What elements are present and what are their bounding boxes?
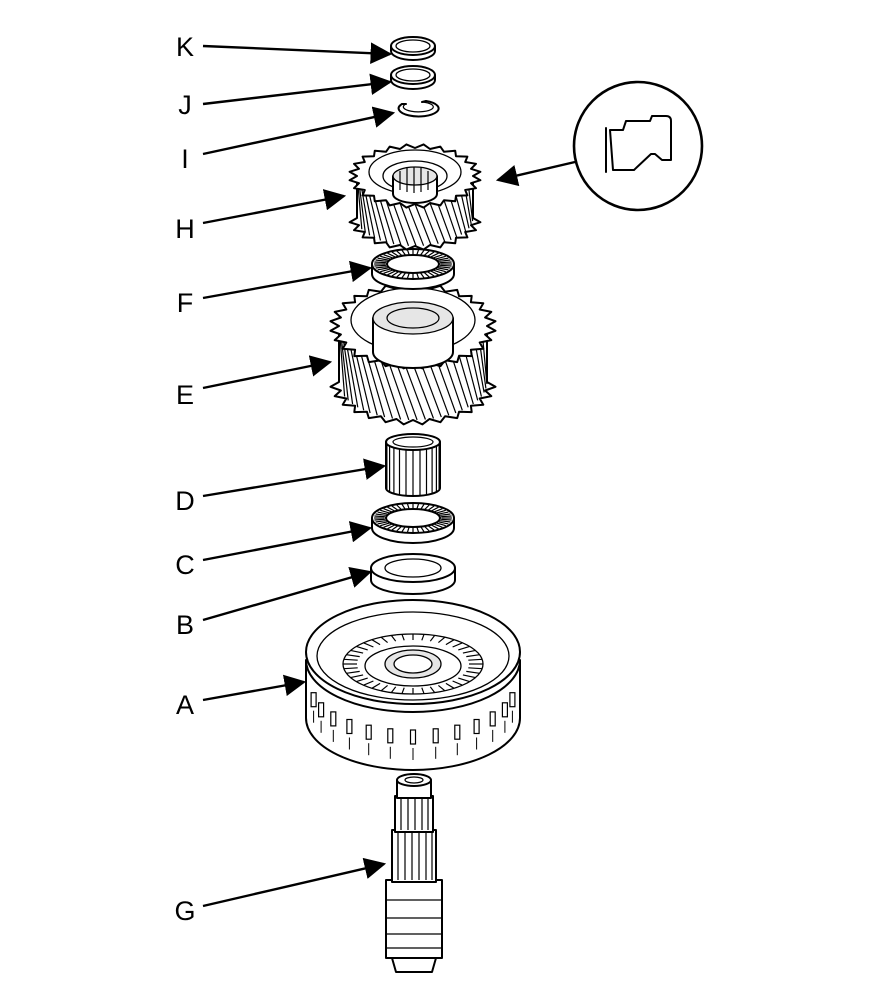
leader-b — [202, 566, 373, 622]
leader-h — [202, 189, 347, 225]
leader-c — [202, 521, 373, 562]
leader-d — [202, 458, 387, 498]
callout-labels: K J I H F E D C B A G — [174, 32, 195, 926]
part-j-ring — [390, 65, 436, 90]
leader-g — [202, 857, 387, 908]
leader-a — [202, 674, 307, 702]
callout-c: C — [175, 550, 195, 580]
part-i-snap-ring — [397, 100, 440, 118]
callout-d: D — [175, 486, 195, 516]
callout-b: B — [176, 610, 194, 640]
part-b-thrust-washer — [370, 553, 456, 595]
callout-leaders — [202, 42, 396, 908]
callout-e: E — [176, 380, 194, 410]
callout-i: I — [181, 144, 189, 174]
callout-g: G — [174, 896, 195, 926]
part-h-helical-gear — [348, 143, 482, 251]
part-k-ring — [390, 36, 436, 61]
leader-i — [202, 106, 396, 156]
leader-j — [202, 73, 393, 106]
part-c-thrust-bearing — [371, 502, 455, 544]
part-f-thrust-bearing — [371, 248, 455, 290]
tooth-profile-detail-view — [495, 80, 704, 212]
part-a-clutch-drum — [305, 599, 521, 771]
detail-view-arrow — [495, 160, 576, 187]
leader-k — [202, 42, 393, 64]
leader-e — [202, 355, 333, 390]
part-e-helical-gear — [329, 282, 497, 426]
callout-h: H — [175, 214, 195, 244]
callout-f: F — [177, 288, 194, 318]
leader-f — [202, 260, 373, 300]
callout-k: K — [176, 32, 194, 62]
callout-a: A — [176, 690, 194, 720]
part-d-needle-bearing — [385, 433, 441, 497]
part-g-shaft — [385, 773, 443, 973]
callout-j: J — [178, 90, 192, 120]
